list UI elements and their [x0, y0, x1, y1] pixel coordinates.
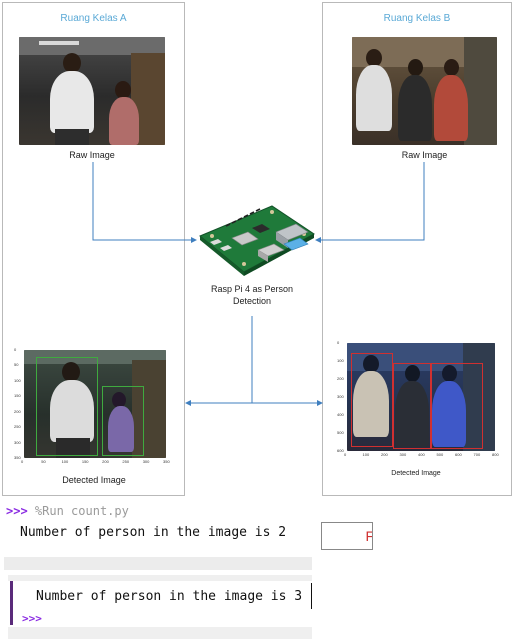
raspberry-pi-caption-line2: Detection: [232, 296, 272, 306]
room-a-detected-caption: Detected Image: [62, 475, 126, 485]
detection-box: [351, 353, 393, 447]
x-tick-label: 300: [142, 459, 150, 464]
console-1-side-text: F: [365, 528, 372, 544]
detection-box: [393, 363, 431, 449]
x-tick-label: 350: [163, 459, 170, 464]
x-tick-label: 600: [455, 452, 462, 457]
y-tick-label: 200: [14, 408, 21, 414]
text-cursor: [311, 583, 312, 609]
room-b-raw-image: [352, 37, 497, 145]
console-1-output: Number of person in the image is 2: [20, 525, 287, 540]
console-1-bottom-strip: [4, 557, 312, 570]
y-tick-label: 300: [337, 394, 344, 399]
y-tick-label: 400: [337, 412, 344, 417]
x-tick-label: 500: [436, 452, 444, 457]
x-tick-label: 50: [41, 459, 46, 464]
console-2-top-strip: [8, 575, 312, 581]
console-prompt: >>>: [6, 504, 28, 518]
arrow-raw-a-to-pi: [92, 162, 197, 243]
y-tick-label: 500: [337, 430, 344, 435]
y-tick-label: 0: [14, 347, 17, 352]
x-tick-label: 400: [418, 452, 425, 457]
console-2-prompt[interactable]: >>>: [22, 612, 42, 625]
console-2-output: Number of person in the image is 3: [36, 589, 303, 604]
room-b-raw-caption: Raw Image: [401, 150, 448, 160]
console-1-command-line: >>> %Run count.py: [6, 504, 129, 518]
console-1-side-box: F: [321, 522, 373, 550]
x-tick-label: 0: [21, 459, 24, 464]
y-tick-label: 50: [14, 362, 19, 368]
room-b-detected-plot: 0 100 200 300 400 500 600 700 800 0 100 200 300 400 50…: [333, 338, 499, 462]
raspberry-pi-caption-line1: Rasp Pi 4 as Person: [210, 284, 294, 294]
room-b-title: Ruang Kelas B: [383, 13, 451, 24]
x-tick-label: 700: [473, 452, 481, 457]
console-2-gutter: [10, 581, 13, 625]
x-tick-label: 300: [399, 452, 407, 457]
console-command: %Run count.py: [34, 504, 129, 518]
raspberry-pi-board-icon: [199, 205, 315, 276]
console-2-bottom-strip: [8, 627, 312, 639]
x-tick-label: 200: [102, 459, 109, 464]
x-tick-label: 100: [61, 459, 69, 464]
x-tick-label: 0: [344, 452, 347, 457]
x-tick-label: 100: [362, 452, 370, 457]
y-tick-label: 0: [337, 340, 340, 345]
raspberry-pi-caption: Rasp Pi 4 as Person Detection: [192, 283, 312, 307]
room-a-title: Ruang Kelas A: [60, 13, 127, 24]
x-tick-label: 800: [492, 452, 499, 457]
arrow-raw-b-to-pi: [315, 162, 425, 243]
y-tick-label: 250: [14, 424, 21, 430]
x-tick-label: 150: [81, 459, 89, 464]
detection-box: [102, 386, 144, 456]
y-tick-label: 350: [14, 455, 21, 460]
y-tick-label: 200: [337, 376, 344, 381]
y-tick-label: 150: [14, 393, 21, 399]
x-tick-label: 200: [381, 452, 388, 457]
y-tick-label: 100: [337, 358, 344, 363]
detection-box: [36, 357, 98, 456]
room-a-raw-caption: Raw Image: [69, 150, 115, 160]
room-b-detected-image: [347, 343, 495, 451]
x-tick-label: 250: [122, 459, 130, 464]
room-b-detected-caption: Detected Image: [391, 470, 441, 477]
room-a-raw-image: [19, 37, 165, 145]
flow-arrows: [92, 162, 425, 406]
y-tick-label: 100: [14, 377, 21, 383]
y-tick-label: 600: [337, 448, 344, 453]
detection-box: [431, 363, 483, 449]
room-a-detected-image: [24, 350, 166, 458]
y-tick-label: 300: [14, 439, 21, 445]
